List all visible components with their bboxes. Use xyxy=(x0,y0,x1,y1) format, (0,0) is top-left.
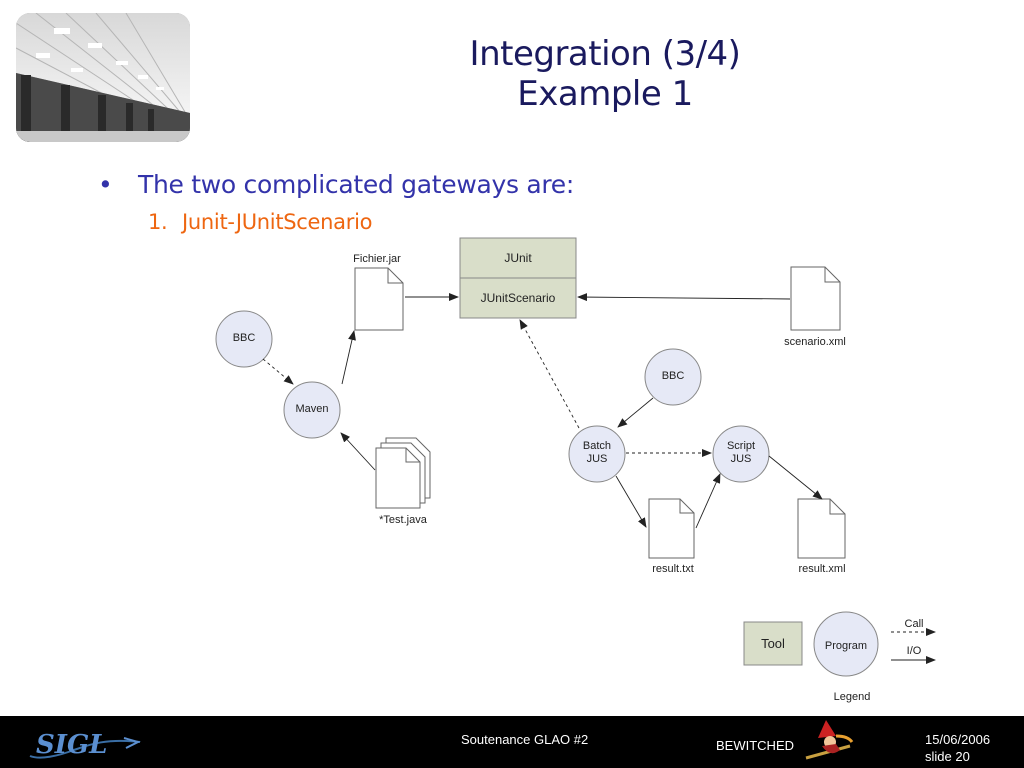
sigl-logo-text: SIGL xyxy=(36,730,107,760)
node-bbc-left: BBC xyxy=(215,310,273,368)
bbc-left-label: BBC xyxy=(233,332,256,344)
bullet-marker: • xyxy=(98,170,113,199)
legend-tool-label: Tool xyxy=(761,636,785,651)
legend: Tool Program Call I/O Legend xyxy=(743,611,936,703)
junit-box-top xyxy=(459,237,577,279)
result-txt-label: result.txt xyxy=(652,563,694,575)
footer-date: 15/06/2006 xyxy=(925,732,991,747)
junit-label: JUnit xyxy=(504,251,532,265)
file-scenario-xml: scenario.xml xyxy=(784,266,846,348)
node-script-jus: Script JUS xyxy=(712,425,770,483)
footer-presentation: Soutenance GLAO #2 xyxy=(461,732,589,747)
legend-program-label: Program xyxy=(825,640,867,652)
script-jus-line1: Script xyxy=(727,440,755,452)
footer-slide-number: slide 20 xyxy=(925,749,970,764)
batch-jus-line1: Batch xyxy=(583,440,611,452)
batch-jus-line2: JUS xyxy=(587,453,608,465)
arrow-result-txt-to-script-jus xyxy=(695,473,721,529)
file-fichier-jar: Fichier.jar xyxy=(353,253,404,331)
node-maven: Maven xyxy=(283,381,341,439)
file-test-java: *Test.java xyxy=(375,437,431,526)
arrow-batch-jus-to-result-txt xyxy=(615,475,647,528)
title-line-1: Integration (3/4) xyxy=(469,34,741,74)
arrow-bbc-to-batch-jus xyxy=(617,397,654,428)
slide-title: Integration (3/4) Example 1 xyxy=(380,34,830,114)
file-result-txt: result.txt xyxy=(648,498,695,575)
legend-caption: Legend xyxy=(834,691,871,703)
junitscenario-box xyxy=(459,277,577,319)
node-bbc-right: BBC xyxy=(644,348,702,406)
scenario-xml-label: scenario.xml xyxy=(784,336,846,348)
test-java-label: *Test.java xyxy=(379,514,428,526)
bbc-right-label: BBC xyxy=(662,370,685,382)
arrow-script-jus-to-result-xml xyxy=(768,455,823,500)
legend-call-label: Call xyxy=(905,618,924,630)
integration-diagram: JUnit JUnitScenario Fichier.jar scenario… xyxy=(215,237,936,703)
header-photo xyxy=(16,13,190,142)
legend-program-circle xyxy=(813,611,879,677)
witch-logo xyxy=(805,720,854,760)
footer-bar: SIGL Soutenance GLAO #2 BEWITCHED 15/06/… xyxy=(0,716,1024,768)
legend-io-label: I/O xyxy=(907,645,922,657)
legend-tool-box xyxy=(743,621,803,666)
bullet-text: The two complicated gateways are: xyxy=(138,170,575,199)
junit-box: JUnit JUnitScenario xyxy=(459,237,577,319)
result-xml-label: result.xml xyxy=(798,563,845,575)
arrow-bbc-to-maven xyxy=(262,358,294,385)
arrow-scenario-xml-to-junitscenario xyxy=(577,293,791,302)
arrow-maven-to-fichier-jar xyxy=(341,330,356,385)
sub-item-text: Junit-JUnitScenario xyxy=(182,210,373,234)
footer-team: BEWITCHED xyxy=(716,738,794,753)
junitscenario-label: JUnitScenario xyxy=(481,291,556,305)
sub-item: 1. Junit-JUnitScenario xyxy=(148,210,372,234)
arrow-test-java-to-maven xyxy=(340,432,376,471)
file-result-xml: result.xml xyxy=(797,498,846,575)
title-line-2: Example 1 xyxy=(517,74,693,114)
maven-label: Maven xyxy=(295,403,328,415)
sigl-logo: SIGL xyxy=(29,730,141,760)
node-batch-jus: Batch JUS xyxy=(568,425,626,483)
script-jus-line2: JUS xyxy=(731,453,752,465)
sub-item-number: 1. xyxy=(148,210,168,234)
fichier-jar-label: Fichier.jar xyxy=(353,253,401,265)
arrow-batch-jus-to-junitscenario xyxy=(519,319,580,429)
